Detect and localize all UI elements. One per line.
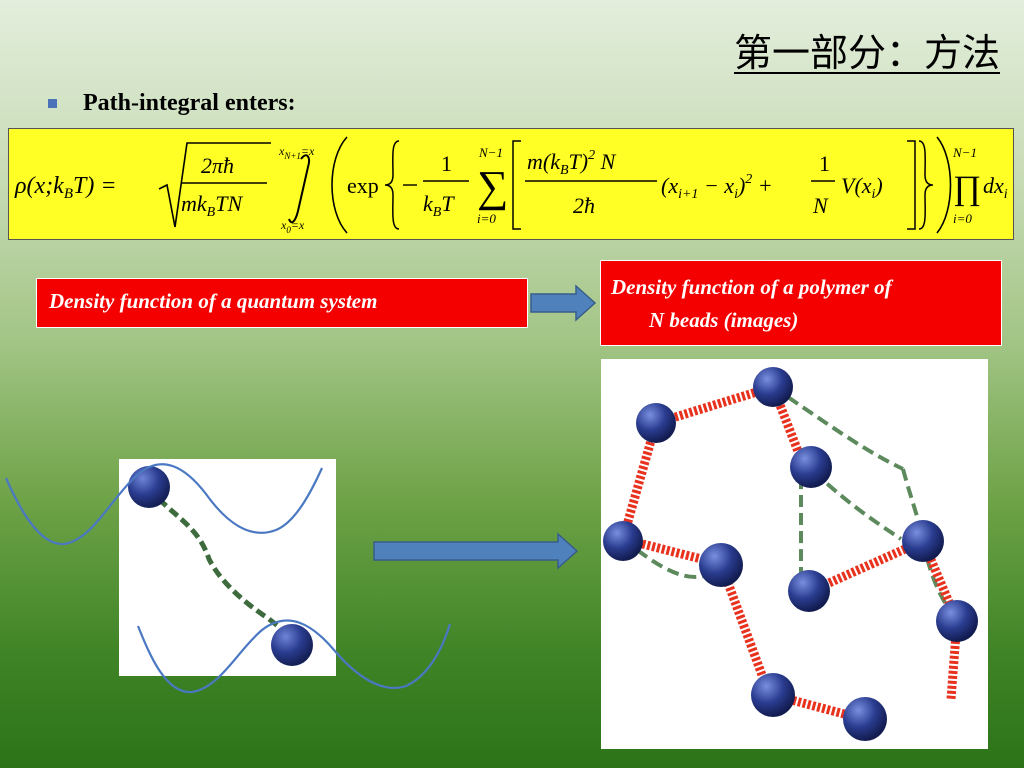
bead-icon [636,403,676,443]
formula-box: ρ(x;kBT) = 2πħ mkBTN xN+1=x x0=x exp 1 k… [8,128,1014,240]
right-arrow-icon [530,284,597,322]
sum-symbol: ∑ [477,162,508,211]
bead-icon [936,600,978,642]
polymer-label: Density function of a polymer of N beads… [600,260,1002,346]
frac2-numerator: m(kBT)2 N [527,148,617,178]
bullet-item: Path-integral enters: [48,90,296,117]
bead-icon [790,446,832,488]
bullet-square-icon [48,99,57,108]
bead-icon [699,543,743,587]
integral-lower-limit: x0=x [280,218,305,235]
frac2-denominator: 2ħ [573,193,595,218]
bead-icon [753,367,793,407]
bead-icon [788,570,830,612]
bullet-text: Path-integral enters: [83,90,296,116]
product-symbol: ∏ [953,170,981,207]
frac3-numerator: 1 [819,151,830,176]
integral-upper-limit: xN+1=x [278,144,315,161]
frac3-denominator: N [812,193,829,218]
polymer-beads [603,367,978,741]
bead-icon [128,466,170,508]
sqrt-denominator: mkBTN [181,191,243,220]
bead-icon [603,521,643,561]
difference-term: (xi+1 − xi)2 + [661,172,773,202]
product-lower-limit: i=0 [953,211,972,226]
polymer-beads-image [601,359,988,749]
measure-term: dxi [983,173,1008,202]
bead-icon [271,624,313,666]
sqrt-numerator: 2πħ [201,153,234,178]
quantum-particle-image [119,459,336,676]
sum-lower-limit: i=0 [477,211,496,226]
slide-title: 第一部分：方法 [733,31,1000,75]
bead-icon [902,520,944,562]
right-arrow-icon [373,532,579,570]
product-upper-limit: N−1 [952,145,977,160]
frac1-denominator: kBT [423,191,455,220]
sum-upper-limit: N−1 [478,145,503,160]
bead-icon [751,673,795,717]
bead-icon [843,697,887,741]
path-integral-formula: ρ(x;kBT) = 2πħ mkBTN xN+1=x x0=x exp 1 k… [14,136,1008,235]
exp-function: exp [347,173,379,198]
potential-term: V(xi) [841,173,883,202]
polymer-label-line2: N beads (images) [649,307,799,332]
quantum-system-label: Density function of a quantum system [36,278,528,328]
formula-lhs: ρ(x;kBT) = [14,173,117,202]
frac1-numerator: 1 [441,151,452,176]
polymer-label-line1: Density function of a polymer of [611,275,892,299]
